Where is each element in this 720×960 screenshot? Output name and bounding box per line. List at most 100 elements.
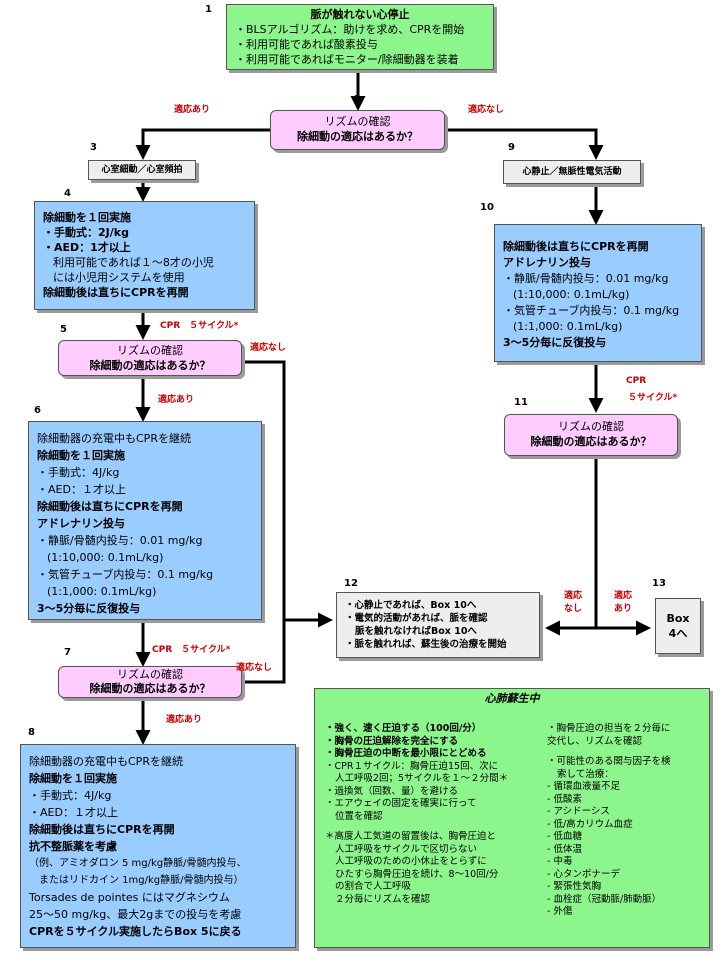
cpr-left-line-9: ＊高度人工気道の留置後は、胸骨圧迫と — [325, 831, 497, 842]
box-6-line-6: アドレナリン投与 — [37, 517, 125, 530]
box-3-text: 心室細動／心室頻拍 — [101, 165, 183, 175]
cpr-left-line-2: ・胸骨の圧迫解除を完全にする — [325, 735, 459, 747]
box-8-line-3: ・手動式：4J/kg — [29, 789, 112, 802]
step-number-7: 7 — [64, 647, 71, 658]
cpr-guidance-box: 心肺蘇生中 ・強く、速く圧迫する（100回/分） ・胸骨の圧迫解除を完全にする … — [314, 688, 710, 948]
box-12-line-4: ・脈を触れれば、蘇生後の治療を開始 — [345, 639, 507, 650]
box-6-line-11: 3～5分毎に反復投与 — [37, 602, 141, 615]
box-13-line-1: Box — [666, 612, 690, 625]
box-6-defib-adrenaline: 除細動器の充電中もCPRを継続 除細動を１回実施 ・手動式：4J/kg ・AED… — [28, 421, 262, 620]
box-8-antiarrhythmic: 除細動器の充電中もCPRを継続 除細動を１回実施 ・手動式：4J/kg ・AED… — [20, 744, 296, 948]
cpr-right-line-13: - 緊張性気胸 — [547, 881, 601, 892]
box-6-line-10: (1:1,000: 0.1mL/kg) — [47, 585, 157, 598]
box-6-line-8: (1:10,000: 0.1mL/kg) — [47, 551, 164, 564]
cpr-left-line-12: ひたすら胸骨圧迫を続け、8～10回/分 — [335, 868, 499, 880]
box-8-line-9: Torsades de pointes にはマグネシウム — [29, 891, 230, 904]
cpr-right-line-7: - アシドーシス — [547, 806, 610, 817]
cpr-right-line-9: - 低血糖 — [547, 831, 582, 842]
step-number-6: 6 — [34, 405, 41, 416]
step-number-9: 9 — [508, 142, 515, 153]
box-8-line-6: 抗不整脈薬を考慮 — [29, 840, 117, 853]
arrow-7-to-join — [242, 620, 286, 684]
box-11-line-2: 除細動の適応はあるか？ — [530, 435, 652, 448]
box-4-line-1: 除細動を１回実施 — [43, 211, 131, 224]
box-2-line-1: リズムの確認 — [324, 115, 391, 128]
box-12-line-2: ・電気的活動があれば、脈を確認 — [345, 613, 488, 624]
cpr-box-right-column: ・胸骨圧迫の担当を２分毎に 交代し、リズムを確認 ・可能性のある関与因子を検 索… — [547, 723, 697, 919]
box-5-line-2: 除細動の適応はあるか？ — [89, 359, 211, 372]
box-8-line-2: 除細動を１回実施 — [29, 772, 117, 785]
cpr-right-line-10: - 低体温 — [547, 843, 582, 855]
box-6-line-5: 除細動後は直ちにCPRを再開 — [37, 500, 183, 513]
cpr-left-line-10: 人工呼吸をサイクルで区切らない — [335, 843, 478, 855]
cpr-left-line-8: 位置を確認 — [335, 810, 383, 822]
step-number-2: 2 — [354, 94, 361, 105]
box-13-line-2: 4へ — [668, 627, 688, 640]
box-11-rhythm-check: リズムの確認 除細動の適応はあるか？ — [504, 414, 678, 456]
box-9-asystole-pea: 心静止／無脈性電気活動 — [503, 160, 641, 184]
label-box11-indicated-2: 適応 — [614, 591, 633, 601]
box-4-line-6: 除細動後は直ちにCPRを再開 — [43, 286, 189, 299]
box-10-line-6: (1:1,000: 0.1mL/kg) — [513, 320, 623, 333]
label-box10-cycles: ５サイクル* — [628, 393, 678, 403]
label-box11-yes: あり — [614, 604, 633, 614]
step-number-4: 4 — [64, 188, 71, 199]
step-number-10: 10 — [480, 202, 494, 213]
cpr-right-line-2: 交代し、リズムを確認 — [547, 735, 643, 747]
box-6-line-4: ・AED：１才以上 — [37, 483, 126, 496]
box-13-go-to-box4: Box 4へ — [655, 598, 701, 654]
box-9-text: 心静止／無脈性電気活動 — [522, 167, 622, 177]
cpr-left-line-5: 人工呼吸2回；5サイクルを１～２分間＊ — [335, 773, 509, 784]
box-1-line-2: ・利用可能であれば酸素投与 — [235, 38, 378, 51]
box-8-line-7: （例、アミオダロン 5 mg/kg静脈/骨髄内投与、 — [29, 858, 247, 869]
cpr-right-line-1: ・胸骨圧迫の担当を２分毎に — [547, 723, 671, 734]
step-number-1: 1 — [205, 4, 212, 15]
box-7-line-2: 除細動の適応はあるか？ — [89, 682, 211, 695]
box-12-reassess: ・心静止であれば、Box 10へ ・電気的活動があれば、脈を確認 脈を触れなけれ… — [336, 592, 540, 658]
box-11-line-1: リズムの確認 — [558, 420, 624, 433]
step-number-5: 5 — [60, 324, 67, 335]
cpr-right-line-5: - 循環血液量不足 — [547, 781, 620, 792]
box-4-line-2: ・手動式：2J/kg — [43, 226, 129, 239]
box-6-line-7: ・静脈/骨髄内投与：0.01 mg/kg — [37, 534, 203, 547]
box-7-line-1: リズムの確認 — [117, 668, 183, 681]
label-box2-indicated: 適応あり — [174, 105, 211, 115]
box-1-line-1: ・BLSアルゴリズム：助けを求め、CPRを開始 — [235, 23, 465, 36]
cpr-left-line-4: ・CPR１サイクル：胸骨圧迫15回、次に — [325, 760, 499, 772]
box-2-rhythm-check: リズムの確認 除細動の適応はあるか？ — [270, 110, 445, 150]
box-12-line-1: ・心静止であれば、Box 10へ — [345, 600, 477, 611]
cpr-left-line-13: の割合で人工呼吸 — [335, 881, 412, 892]
box-6-line-3: ・手動式：4J/kg — [37, 466, 120, 479]
step-number-13: 13 — [652, 578, 666, 589]
cpr-left-line-6: ・過換気（回数、量）を避ける — [325, 785, 459, 797]
box-8-line-1: 除細動器の充電中もCPRを継続 — [29, 755, 183, 768]
step-number-11: 11 — [514, 397, 528, 408]
cpr-box-left-column: ・強く、速く圧迫する（100回/分） ・胸骨の圧迫解除を完全にする ・胸骨圧迫の… — [325, 723, 543, 906]
cpr-right-line-12: - 心タンポナーデ — [547, 868, 620, 880]
cpr-right-line-3: ・可能性のある関与因子を検 — [547, 756, 671, 767]
box-7-rhythm-check: リズムの確認 除細動の適応はあるか？ — [58, 666, 242, 698]
box-6-line-2: 除細動を１回実施 — [37, 449, 125, 462]
box-4-defib-first: 除細動を１回実施 ・手動式：2J/kg ・AED：1才以上 利用可能であれば１～… — [34, 201, 255, 310]
cpr-left-line-3: ・胸骨圧迫の中断を最小限にとどめる — [325, 748, 487, 759]
box-8-line-8: またはリドカイン 1mg/kg静脈/骨髄内投与） — [39, 875, 244, 886]
box-6-line-1: 除細動器の充電中もCPRを継続 — [37, 432, 191, 445]
cpr-right-line-14: - 血栓症（冠動脈/肺動脈） — [547, 893, 662, 905]
label-box2-not-indicated: 適応なし — [468, 105, 505, 115]
cpr-right-line-4: 索して治療： — [557, 768, 614, 780]
box-8-line-11: CPRを５サイクル実施したらBox 5に戻る — [29, 925, 242, 938]
step-number-3: 3 — [90, 142, 97, 153]
box-5-line-1: リズムの確認 — [117, 344, 183, 357]
label-box11-indicated-1: 適応 — [564, 591, 583, 601]
cpr-left-line-1: ・強く、速く圧迫する（100回/分） — [325, 723, 482, 734]
cpr-left-line-14: ２分毎にリズムを確認 — [335, 893, 431, 905]
box-4-line-3: ・AED：1才以上 — [43, 241, 131, 254]
label-box6-cpr-cycles: CPR ５サイクル* — [152, 645, 231, 655]
box-8-line-5: 除細動後は直ちにCPRを再開 — [29, 823, 175, 836]
cpr-right-line-8: - 低/高カリウム血症 — [547, 818, 633, 830]
label-box7-not-indicated: 適応なし — [236, 663, 273, 673]
box-10-adrenaline: 除細動後は直ちにCPRを再開 アドレナリン投与 ・静脈/骨髄内投与：0.01 m… — [494, 224, 702, 362]
arrow-2-9 — [445, 128, 604, 160]
step-number-12: 12 — [344, 578, 358, 589]
